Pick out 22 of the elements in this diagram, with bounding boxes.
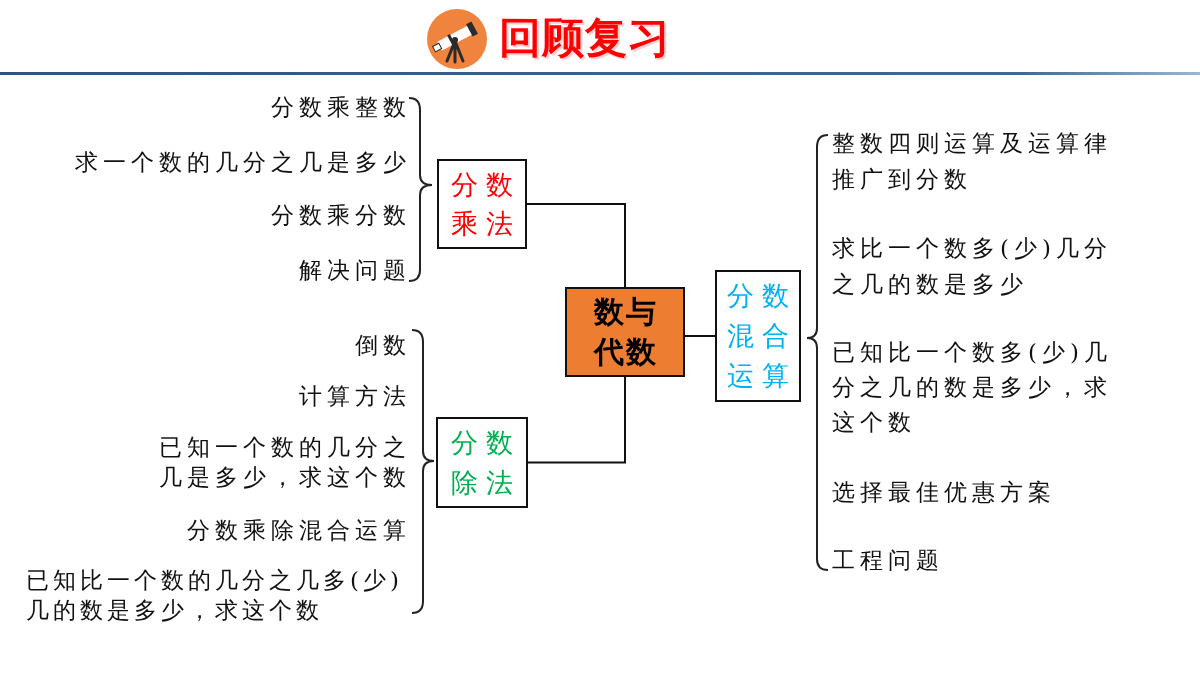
topic-item: 已知比一个数的几分之几多(少)几的数是多少，求这个数: [26, 566, 404, 625]
topic-item: 已知比一个数多(少)几分之几的数是多少，求这个数: [832, 338, 1113, 437]
topic-item: 分数乘除混合运算: [187, 516, 411, 545]
topic-item: 倒数: [355, 331, 411, 360]
topic-item: 计算方法: [299, 382, 411, 411]
topic-item: 分数乘整数: [271, 93, 411, 122]
topic-box: 分数乘法: [437, 159, 527, 249]
topic-item: 已知一个数的几分之几是多少，求这个数: [158, 433, 411, 492]
topic-item: 求比一个数多(少)几分之几的数是多少: [832, 234, 1113, 299]
connector-line: [526, 203, 626, 288]
topic-item: 分数乘分数: [271, 201, 411, 230]
topic-item: 求一个数的几分之几是多少: [75, 148, 411, 177]
topic-box: 分数除法: [436, 417, 528, 508]
topic-item: 整数四则运算及运算律推广到分数: [832, 129, 1113, 194]
connector-line: [527, 376, 626, 464]
connector-line: [684, 335, 716, 337]
topic-item: 解决问题: [299, 256, 411, 285]
main-topic-box: 数与代数: [565, 287, 685, 377]
topic-box: 分数混合运算: [715, 270, 801, 402]
topic-item: 工程问题: [832, 546, 944, 575]
topic-item: 选择最佳优惠方案: [832, 478, 1056, 507]
page-title: 回顾复习: [499, 12, 671, 64]
